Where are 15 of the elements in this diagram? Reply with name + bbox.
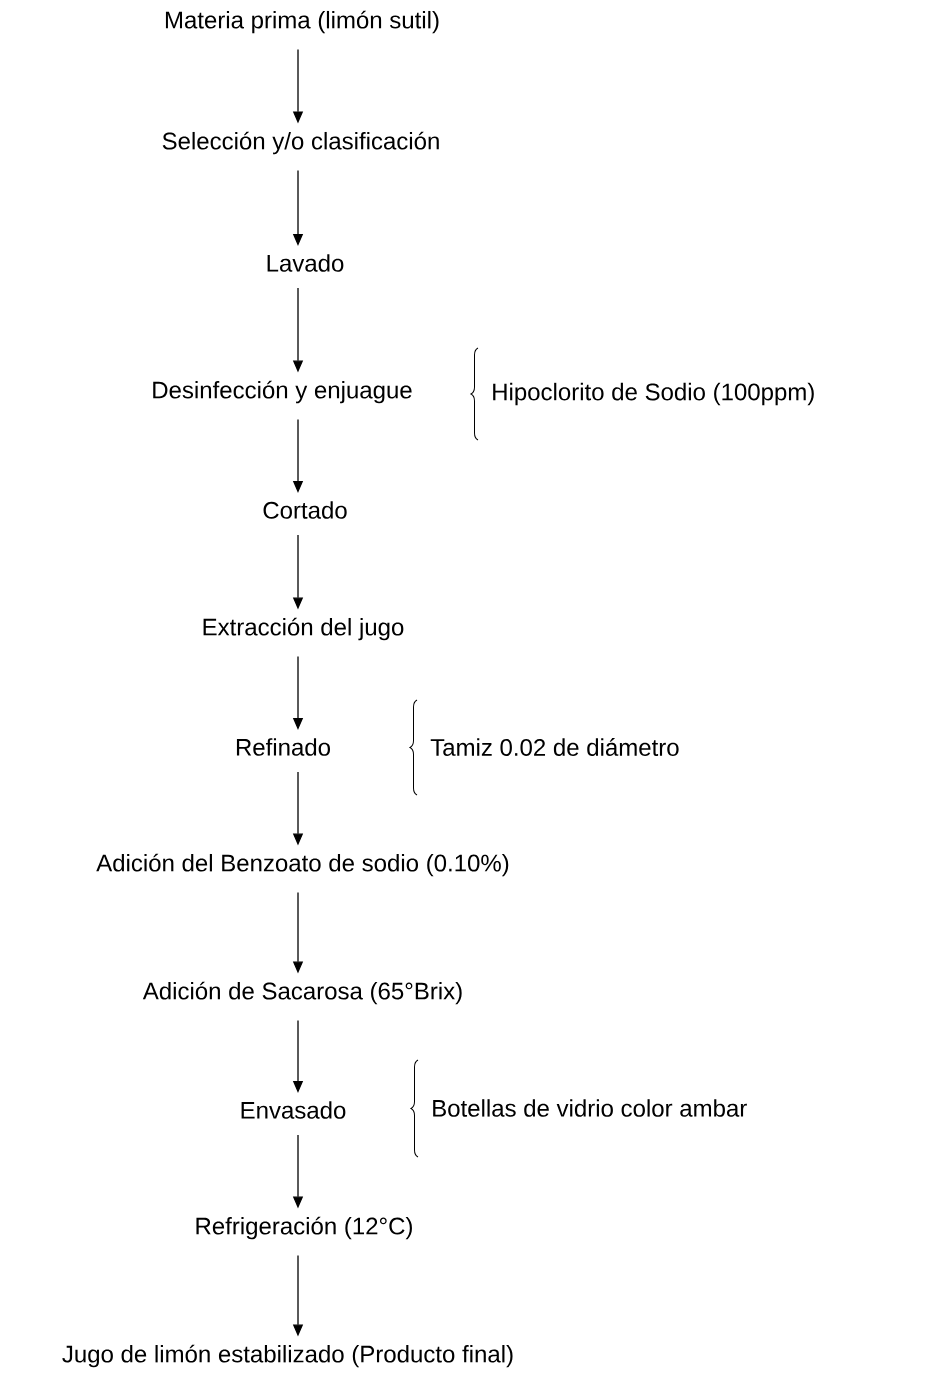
step-label: Materia prima (limón sutil) xyxy=(165,10,439,34)
step-label: Lavado xyxy=(267,254,344,272)
step-label: Extracción del jugo xyxy=(203,617,404,641)
step-label: Adición del Benzoato de sodio (0.10%) xyxy=(96,853,509,877)
step-label: Selección y/o clasificación xyxy=(162,131,439,155)
annotation-text: Tamiz 0.02 de diámetro xyxy=(430,738,679,756)
annotation-text: Hipoclorito de Sodio (100ppm) xyxy=(493,382,814,406)
step-label: Refinado xyxy=(236,738,330,756)
step-label: Desinfección y enjuague xyxy=(153,380,412,404)
step-label: Envasado xyxy=(241,1101,346,1119)
annotation-text: Botellas de vidrio color ambar xyxy=(433,1099,747,1117)
step-label: Jugo de limón estabilizado (Producto final) xyxy=(62,1344,513,1368)
step-label: Cortado xyxy=(263,501,347,519)
step-label: Adición de Sacarosa (65°Brix) xyxy=(142,981,462,1005)
step-label: Refrigeración (12°C) xyxy=(196,1216,412,1240)
